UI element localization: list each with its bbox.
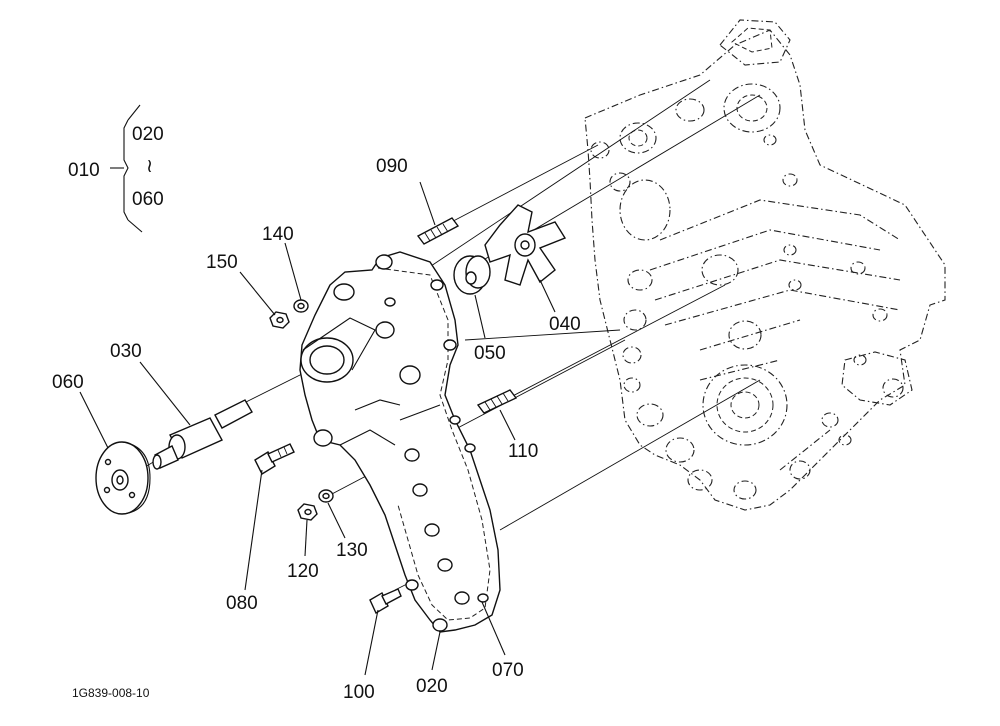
washer-140: [293, 299, 309, 313]
label-130: 130: [336, 540, 368, 561]
part-labels: 010 020 ≀ 060 090 140 150 030 060 040 05…: [52, 124, 581, 703]
label-010: 010: [68, 160, 100, 181]
gear-case-outline: [584, 19, 946, 511]
bolt-100: [369, 588, 402, 614]
label-110: 110: [508, 441, 538, 462]
label-080: 080: [226, 593, 258, 614]
label-030: 030: [110, 341, 142, 362]
label-120: 120: [287, 561, 319, 582]
label-040: 040: [549, 314, 581, 335]
nut-150: [269, 311, 290, 329]
label-100: 100: [343, 682, 375, 703]
label-range-tilde: ≀: [146, 156, 153, 177]
label-020-range: 020: [132, 124, 164, 145]
label-020: 020: [416, 676, 448, 697]
nut-120: [297, 503, 318, 521]
label-050: 050: [474, 343, 506, 364]
stud-090: [416, 217, 460, 245]
drawing-reference-number: 1G839-008-10: [72, 686, 150, 700]
washer-130: [318, 489, 334, 503]
label-070: 070: [492, 660, 524, 681]
seal-050: [453, 255, 491, 295]
stud-110: [476, 389, 518, 414]
label-140: 140: [262, 224, 294, 245]
label-060-range: 060: [132, 189, 164, 210]
flange-060: [95, 441, 151, 515]
bolt-080: [254, 443, 295, 475]
water-pump-body: [299, 251, 501, 633]
bearing-shaft-030: [152, 399, 253, 470]
label-060: 060: [52, 372, 84, 393]
leader-lines: [79, 104, 556, 676]
label-150: 150: [206, 252, 238, 273]
impeller-040: [484, 204, 567, 286]
label-090: 090: [376, 156, 408, 177]
